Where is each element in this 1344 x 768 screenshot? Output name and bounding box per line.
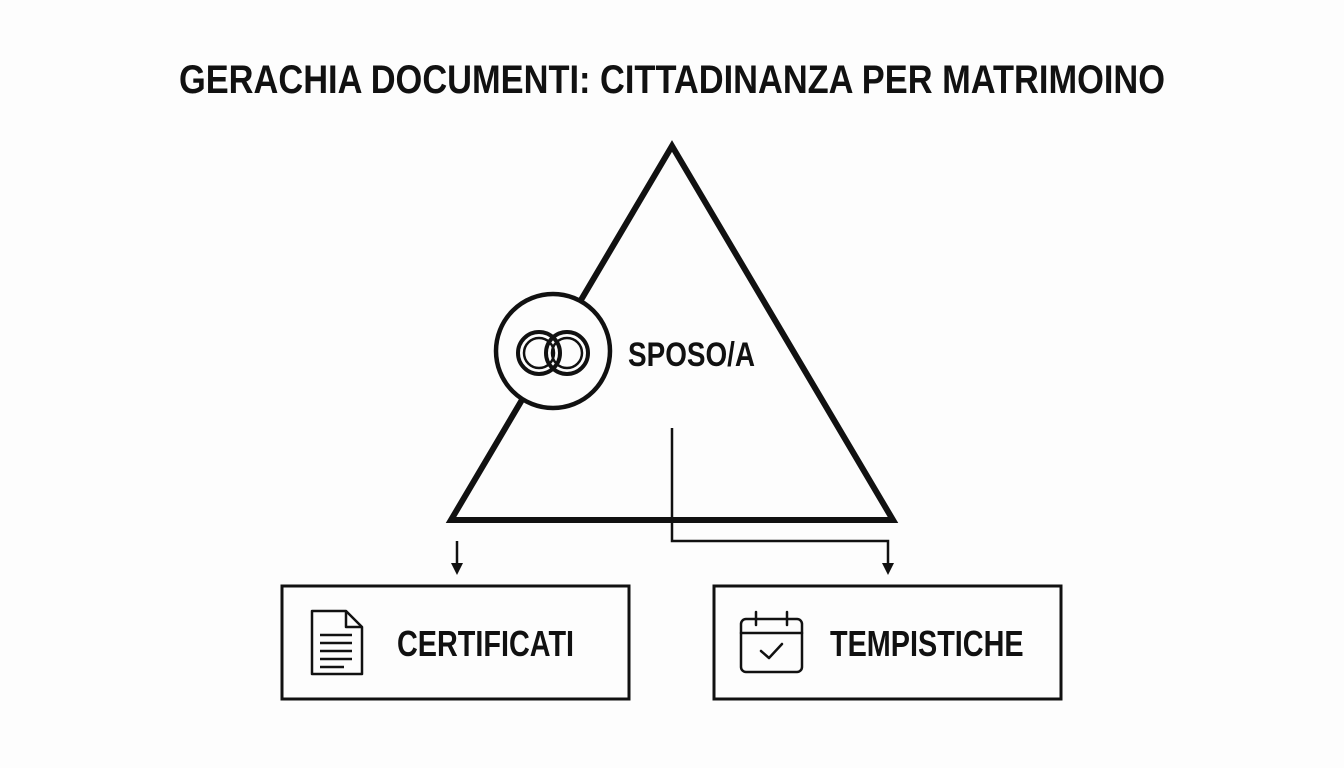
arrowhead-certificati <box>451 563 463 575</box>
diagram-title: GERACHIA DOCUMENTI: CITTADINANZA PER MAT… <box>178 58 1166 102</box>
wedding-rings-icon <box>493 291 613 411</box>
box-certificati <box>280 584 631 701</box>
box-tempistiche <box>712 584 1063 701</box>
document-icon <box>310 609 364 676</box>
certificati-label: CERTIFICATI <box>397 623 575 664</box>
arrowhead-tempistiche <box>882 563 894 575</box>
connector-tempistiche <box>670 428 890 566</box>
tempistiche-label: TEMPISTICHE <box>830 623 1024 664</box>
top-node-label: SPOSO/A <box>628 336 756 374</box>
calendar-check-icon <box>739 610 804 674</box>
